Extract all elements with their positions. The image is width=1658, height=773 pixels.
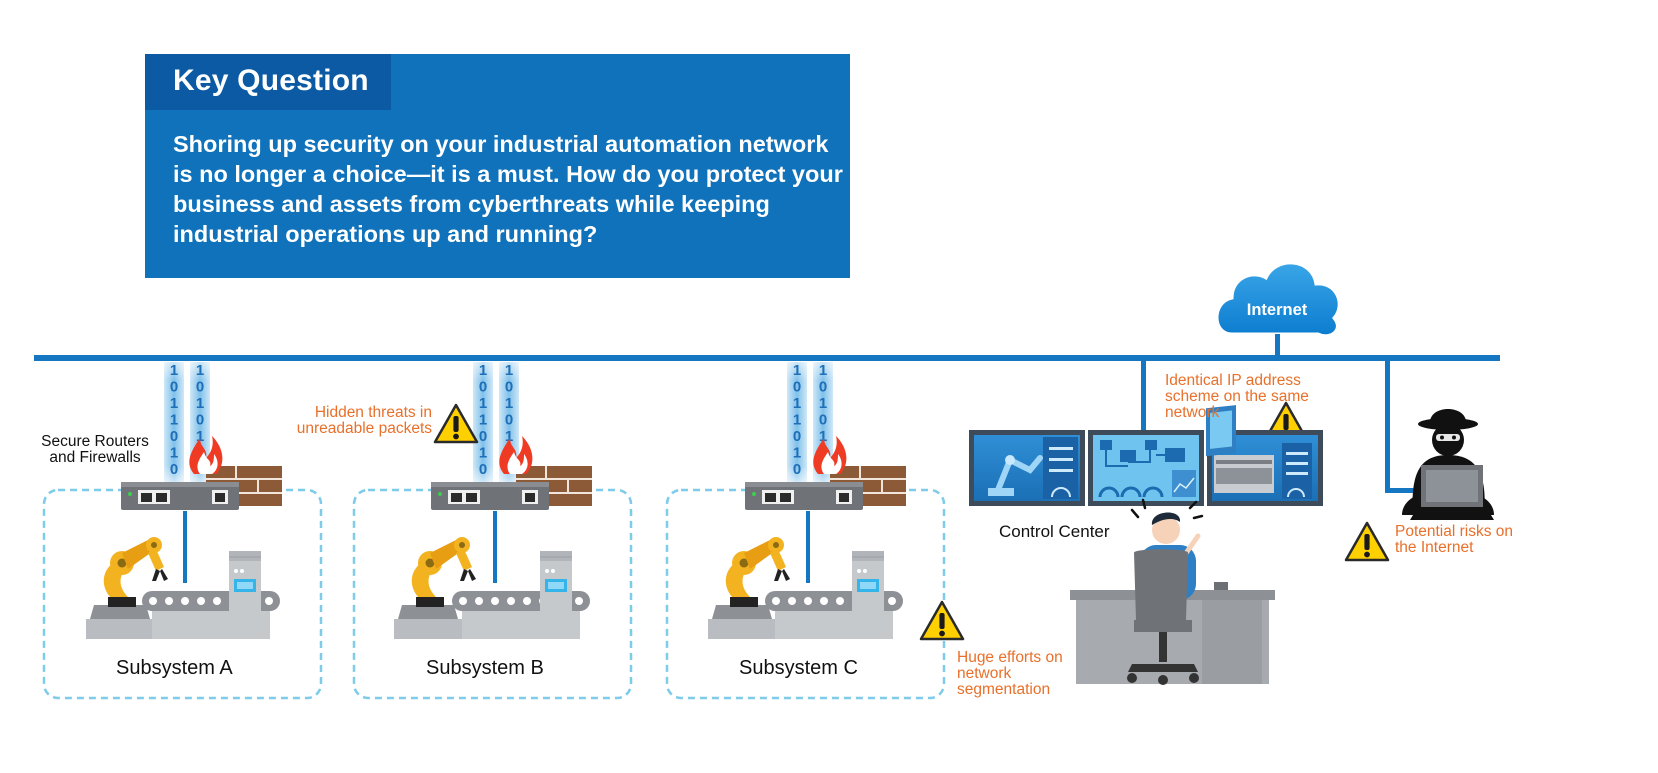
binary-digit: 1 (196, 395, 204, 412)
binary-digit: 1 (170, 395, 178, 412)
machine-cabinet-icon (228, 550, 262, 640)
subsystem-b-title: Subsystem B (426, 657, 544, 679)
identical-ip-label: Identical IP address scheme on the same … (1165, 372, 1309, 421)
key-question-body: Shoring up security on your industrial a… (173, 131, 843, 247)
binary-digit: 0 (793, 461, 801, 478)
monitor-icon (969, 430, 1085, 506)
binary-digit: 0 (505, 412, 513, 429)
binary-digit: 0 (479, 461, 487, 478)
binary-digit: 0 (819, 379, 827, 396)
router-icon (745, 482, 863, 510)
binary-digit: 0 (170, 428, 178, 445)
hacker-link (1385, 358, 1390, 493)
router-icon (431, 482, 549, 510)
binary-digit: 1 (793, 445, 801, 462)
binary-digit: 1 (479, 445, 487, 462)
binary-digit: 1 (819, 428, 827, 445)
binary-digit: 1 (793, 362, 801, 379)
key-question-tab (145, 54, 391, 110)
binary-digit: 1 (505, 428, 513, 445)
warning-icon (919, 600, 965, 641)
network-backbone (34, 355, 1500, 361)
binary-digit: 1 (479, 412, 487, 429)
binary-digit: 1 (196, 362, 204, 379)
binary-digit: 1 (793, 395, 801, 412)
cloud-icon (1215, 261, 1341, 338)
machine-cabinet-icon (851, 550, 885, 640)
binary-digit: 0 (505, 379, 513, 396)
binary-digit: 0 (479, 428, 487, 445)
binary-digit: 0 (819, 412, 827, 429)
binary-digit: 1 (479, 362, 487, 379)
router-icon (121, 482, 239, 510)
secure-routers-label: Secure Routers and Firewalls (41, 433, 149, 466)
control-center-label: Control Center (999, 522, 1110, 541)
binary-digit: 1 (505, 362, 513, 379)
binary-digit: 1 (819, 362, 827, 379)
control-center-link (1141, 358, 1146, 432)
key-question-title: Key Question (173, 64, 369, 97)
monitor-icon (1088, 430, 1204, 506)
internet-label: Internet (1247, 301, 1308, 319)
binary-digit: 0 (170, 379, 178, 396)
binary-digit: 0 (196, 379, 204, 396)
binary-digit: 0 (479, 379, 487, 396)
internet-uplink (1275, 334, 1280, 357)
binary-digit: 1 (479, 395, 487, 412)
warning-icon (1344, 521, 1390, 562)
machine-cabinet-icon (539, 550, 573, 640)
binary-digit: 1 (170, 362, 178, 379)
binary-digit: 0 (793, 379, 801, 396)
hidden-threats-label: Hidden threats in unreadable packets (296, 404, 432, 437)
subsystem-c-title: Subsystem C (739, 657, 858, 679)
huge-efforts-label: Huge efforts on network segmentation (957, 649, 1063, 698)
hacker-icon (1402, 409, 1494, 520)
binary-digit: 0 (170, 461, 178, 478)
subsystem-a-title: Subsystem A (116, 657, 233, 679)
potential-risks-label: Potential risks on the Internet (1395, 523, 1514, 556)
binary-digit: 1 (819, 395, 827, 412)
binary-digit: 0 (793, 428, 801, 445)
binary-digit: 1 (505, 395, 513, 412)
operator-icon (1070, 405, 1275, 685)
binary-digit: 1 (793, 412, 801, 429)
binary-digit: 1 (196, 428, 204, 445)
binary-digit: 1 (170, 412, 178, 429)
binary-digit: 1 (170, 445, 178, 462)
warning-icon (433, 403, 479, 444)
binary-digit: 0 (196, 412, 204, 429)
